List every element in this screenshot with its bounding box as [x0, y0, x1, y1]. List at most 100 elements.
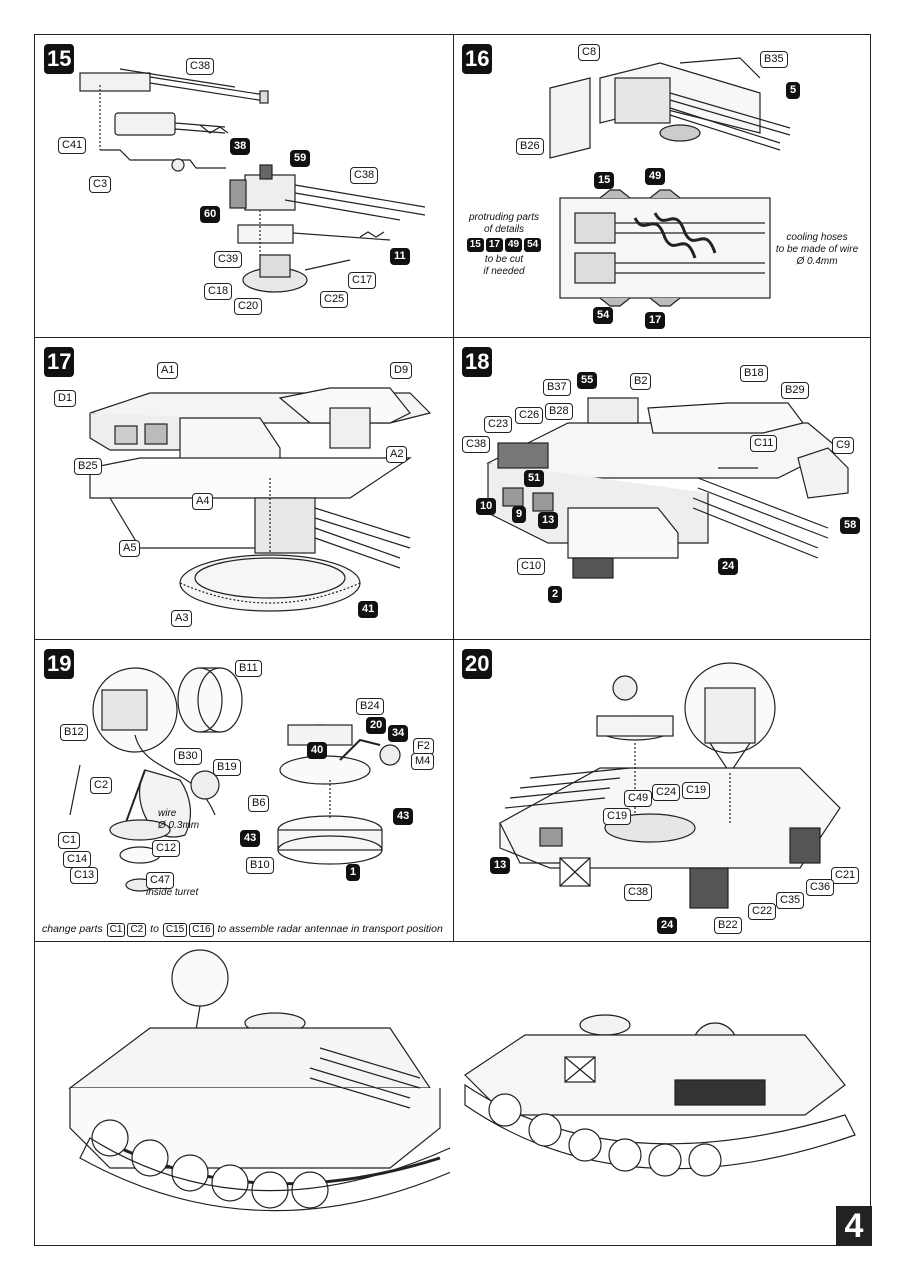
hose-note: cooling hoses to be made of wire Ø 0.4mm: [768, 232, 866, 268]
part-label: 60: [200, 206, 221, 223]
part-label: B10: [246, 857, 274, 874]
part-label: D9: [390, 362, 413, 379]
part-label: B6: [248, 795, 270, 812]
part-label: C49: [624, 790, 653, 807]
part-chip: C16: [189, 923, 214, 937]
part-label: 5: [786, 82, 801, 99]
part-label: A4: [192, 493, 214, 510]
step-15-number: 15: [44, 44, 75, 74]
part-label: C13: [70, 867, 99, 884]
part-label: 13: [490, 857, 511, 874]
grid-line: [34, 337, 871, 338]
part-label: 24: [657, 917, 678, 934]
part-label: A1: [157, 362, 179, 379]
part-label: C19: [603, 808, 632, 825]
part-chip: C15: [162, 923, 188, 937]
step-16-drawing: [549, 57, 791, 307]
note-line: Ø 0.3mm: [158, 820, 200, 831]
part-label: C19: [682, 782, 711, 799]
part-label: B30: [174, 748, 202, 765]
note-line: if needed: [483, 266, 525, 277]
note-text: to: [150, 923, 159, 935]
part-chip: C1: [106, 923, 126, 937]
part-label: C10: [517, 558, 546, 575]
part-label: C26: [515, 407, 544, 424]
part-label: C38: [186, 58, 215, 75]
note-line: of details: [483, 224, 525, 235]
finished-model-right-view: [464, 1014, 856, 1177]
part-label: 49: [645, 168, 666, 185]
part-label: 20: [366, 717, 387, 734]
finished-model-left-view: [68, 949, 450, 1212]
part-label: A5: [119, 540, 141, 557]
grid-line: [34, 941, 871, 942]
part-label: B24: [356, 698, 384, 715]
part-label: 54: [593, 307, 614, 324]
part-label: 59: [290, 150, 311, 167]
part-label: C17: [348, 272, 377, 289]
step-19-drawing: [69, 667, 401, 892]
part-label: 43: [393, 808, 414, 825]
part-label: B29: [781, 382, 809, 399]
grid-line: [34, 639, 871, 640]
page-number: 4: [836, 1206, 872, 1246]
page-frame: [34, 34, 871, 1246]
note-text: change parts: [42, 923, 103, 935]
part-label: B11: [235, 660, 262, 677]
note-line: to be cut: [484, 254, 524, 265]
part-label: M4: [411, 753, 435, 770]
step-20-number: 20: [462, 649, 493, 679]
note-line: wire: [158, 808, 177, 819]
part-label: A2: [386, 446, 408, 463]
note-line: to be made of wire: [775, 244, 859, 255]
part-label: B22: [714, 917, 742, 934]
part-label: A3: [171, 610, 193, 627]
part-label: 2: [548, 586, 563, 603]
part-label: B35: [760, 51, 788, 68]
part-label: C18: [204, 283, 233, 300]
step-16-number: 16: [462, 44, 493, 74]
part-label: 17: [645, 312, 666, 329]
part-label: 38: [230, 138, 251, 155]
part-label: C2: [90, 777, 113, 794]
part-label: 24: [718, 558, 739, 575]
part-label: C22: [748, 903, 777, 920]
part-label: 13: [538, 512, 559, 529]
turret-note: inside turret: [146, 887, 199, 898]
part-chip: 54: [524, 238, 542, 252]
part-chip: 15: [466, 238, 484, 252]
part-label: C23: [484, 416, 513, 433]
part-label: 40: [307, 742, 328, 759]
part-label: C35: [776, 892, 805, 909]
part-label: 1: [346, 864, 361, 881]
part-label: C21: [831, 867, 860, 884]
part-chip: 49: [505, 238, 523, 252]
part-label: 34: [388, 725, 409, 742]
part-label: 15: [594, 172, 615, 189]
part-chip: C2: [127, 923, 147, 937]
part-label: C25: [320, 291, 349, 308]
part-label: C12: [152, 840, 181, 857]
note-line: Ø 0.4mm: [796, 256, 838, 267]
part-label: C8: [578, 44, 601, 61]
part-label: D1: [54, 390, 77, 407]
part-label: B25: [74, 458, 102, 475]
part-label: C11: [750, 435, 778, 452]
wire-note: wire Ø 0.3mm: [158, 808, 199, 832]
step-18-number: 18: [462, 347, 493, 377]
part-label: B26: [516, 138, 544, 155]
part-label: B19: [213, 759, 241, 776]
note-line: protruding parts: [468, 212, 540, 223]
part-label: 58: [840, 517, 861, 534]
part-label: 51: [524, 470, 545, 487]
step-15-drawing: [79, 68, 426, 293]
part-label: 11: [390, 248, 410, 265]
part-label: 10: [476, 498, 497, 515]
part-label: 43: [240, 830, 261, 847]
part-label: C36: [806, 879, 835, 896]
part-label: 41: [358, 601, 379, 618]
part-chip: 17: [485, 238, 503, 252]
grid-line: [453, 34, 454, 941]
